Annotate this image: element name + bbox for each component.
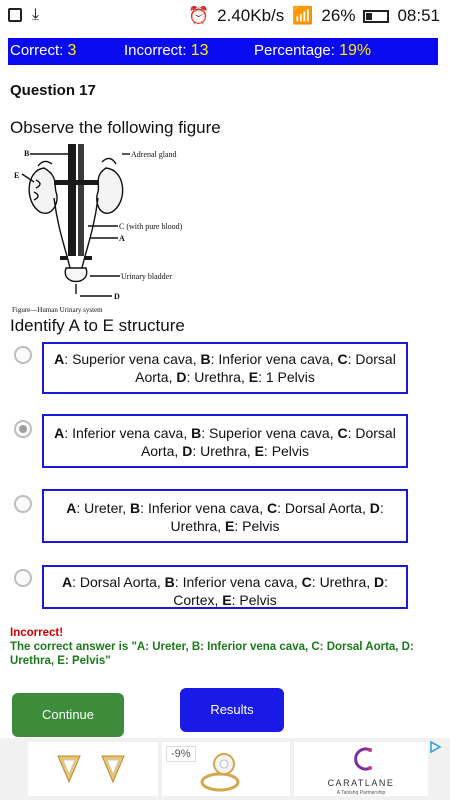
ad-ring-image[interactable]: -9% [162,742,290,796]
percentage-value: 19% [339,42,372,59]
option-1-radio[interactable] [14,346,32,364]
score-bar: Correct: 3 Incorrect: 13 Percentage: 19% [8,38,438,65]
fig-label-a: A [119,234,125,243]
answer-feedback: Incorrect! The correct answer is "A: Ure… [10,626,440,668]
results-button[interactable]: Results [180,688,284,732]
caratlane-logo-icon [354,747,372,771]
network-speed: 2.40Kb/s [217,6,285,25]
figure-caption: Figure—Human Urinary system [12,306,103,314]
option-3-radio[interactable] [14,495,32,513]
option-3-text[interactable]: A: Ureter, B: Inferior vena cava, C: Dor… [42,489,408,543]
status-bar: ⤓ ⏰ 2.40Kb/s 📶 26% 08:51 [0,0,450,32]
question-instruction: Identify A to E structure [10,316,185,335]
percentage-score: Percentage: 19% [254,42,372,59]
continue-button[interactable]: Continue [12,693,124,737]
battery-icon [363,9,390,23]
correct-value: 3 [67,42,77,59]
option-1-text[interactable]: A: Superior vena cava, B: Inferior vena … [42,342,408,394]
correct-answer-text: The correct answer is "A: Ureter, B: Inf… [10,641,414,667]
earrings-image [57,755,125,784]
option-2-radio[interactable] [14,420,32,438]
ad-banner[interactable]: -9% CARATLANE A Tanishq Partnership [0,738,450,800]
ad-brand-panel[interactable]: CARATLANE A Tanishq Partnership [294,742,428,796]
adchoices-icon[interactable] [428,740,442,754]
discount-badge: -9% [166,746,196,762]
option-4-radio[interactable] [14,569,32,587]
feedback-status: Incorrect! [10,627,64,639]
wifi-icon: 📶 [292,6,314,25]
download-icon: ⤓ [32,6,40,23]
incorrect-score: Incorrect: 13 [124,42,209,59]
alarm-icon: ⏰ [187,6,210,25]
correct-score: Correct: 3 [10,42,77,59]
question-number: Question 17 [10,82,96,99]
gallery-icon [8,8,22,22]
ring-image [200,753,240,792]
fig-label-e: E [14,171,19,180]
battery-percent: 26% [321,6,356,25]
ad-brand-name: CARATLANE [327,778,395,788]
fig-label-bladder: Urinary bladder [121,272,172,281]
ad-brand-sub: A Tanishq Partnership [336,790,386,796]
clock: 08:51 [397,6,440,25]
question-prompt: Observe the following figure [10,118,221,137]
option-4-text[interactable]: A: Dorsal Aorta, B: Inferior vena cava, … [42,565,408,609]
fig-label-b: B [24,149,30,158]
urinary-system-figure: B E Adrenal gland C (with pure blood) A … [12,144,183,314]
fig-label-d: D [114,292,120,301]
ad-earrings-image[interactable] [28,742,158,796]
fig-label-adrenal: Adrenal gland [131,150,177,159]
incorrect-value: 13 [190,42,209,59]
fig-label-c: C (with pure blood) [119,222,183,231]
option-2-text[interactable]: A: Inferior vena cava, B: Superior vena … [42,414,408,468]
